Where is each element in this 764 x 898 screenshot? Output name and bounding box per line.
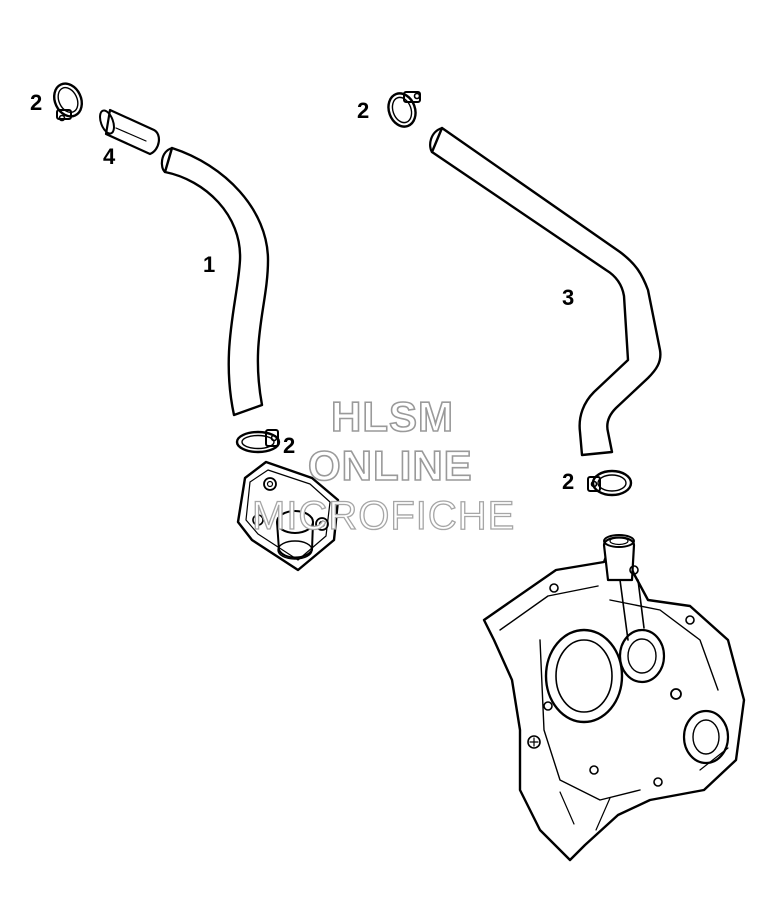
sleeve-4	[99, 108, 160, 156]
water-outlet-housing	[236, 460, 340, 572]
callout-2-right: 2	[562, 469, 575, 494]
callout-2-middle: 2	[283, 433, 296, 458]
hose-clamp-2-top-left	[53, 82, 83, 122]
hose-clamp-2-middle	[235, 429, 281, 454]
watermark-line-3: MICROFICHE	[251, 494, 516, 538]
watermark-line-1: HLSM	[330, 393, 454, 440]
callout-2-top-right: 2	[357, 98, 370, 123]
callout-4: 4	[103, 144, 116, 169]
hose-3	[429, 126, 662, 457]
watermark-line-2: ONLINE	[307, 442, 473, 489]
hose-clamp-2-right	[587, 469, 633, 497]
callout-3: 3	[562, 285, 575, 310]
hose-clamp-2-top-right	[387, 91, 421, 128]
engine-crankcase	[482, 534, 746, 862]
hose-1	[160, 146, 270, 417]
callout-2-top-left: 2	[30, 90, 43, 115]
callout-1: 1	[203, 252, 216, 277]
